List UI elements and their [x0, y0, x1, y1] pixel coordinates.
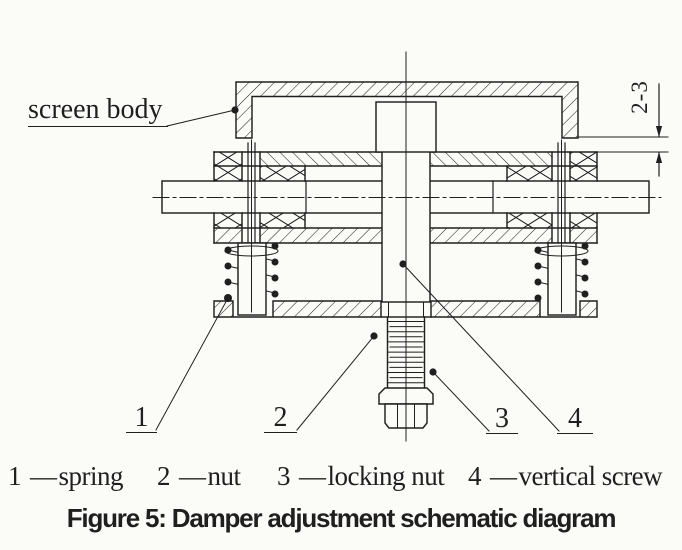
- part-number-1: 1: [126, 402, 157, 433]
- legend-separator: —: [490, 461, 517, 491]
- dimension-arrow-down: [655, 126, 663, 137]
- legend-num: 3: [277, 461, 291, 491]
- gap-dimension-label: 2-3: [627, 80, 652, 114]
- legend-num: 4: [468, 461, 482, 491]
- leader-lines: [155, 106, 560, 432]
- part-number-2: 2: [264, 402, 297, 433]
- part-number-4: 4: [557, 403, 593, 434]
- base-plate: [213, 300, 598, 318]
- legend-item-nut: 2 —nut: [157, 461, 241, 492]
- legend-separator: —: [30, 461, 57, 491]
- figure-caption: Figure 5: Damper adjustment schematic di…: [66, 503, 617, 533]
- leader-4: [399, 260, 560, 432]
- legend-separator: —: [299, 461, 326, 491]
- leader-1: [155, 297, 229, 431]
- legend-item-vertical-screw: 4 —vertical screw: [468, 461, 663, 492]
- legend-name: spring: [58, 461, 124, 491]
- legend-name: locking nut: [327, 461, 445, 491]
- legend-num: 2: [157, 461, 171, 491]
- damper-deck: [213, 142, 598, 244]
- leader-2: [296, 332, 378, 431]
- screen-body-label: screen body: [28, 94, 168, 127]
- leader-3: [429, 368, 490, 432]
- legend-item-spring: 1 —spring: [8, 461, 123, 492]
- right-spring: [534, 139, 589, 316]
- legend-num: 1: [8, 461, 22, 491]
- dimension-arrow-up: [655, 152, 663, 163]
- part-number-3: 3: [486, 403, 518, 434]
- left-spring: [224, 139, 279, 316]
- legend-name: nut: [207, 461, 242, 491]
- legend-separator: —: [179, 461, 206, 491]
- legend-item-locking-nut: 3 —locking nut: [277, 461, 445, 492]
- legend-name: vertical screw: [518, 461, 663, 491]
- screen-body-bracket: [235, 81, 579, 139]
- leader-screen-body: [166, 106, 239, 127]
- gap-dimension: [577, 83, 669, 177]
- vertical-screw-assembly: [375, 51, 437, 442]
